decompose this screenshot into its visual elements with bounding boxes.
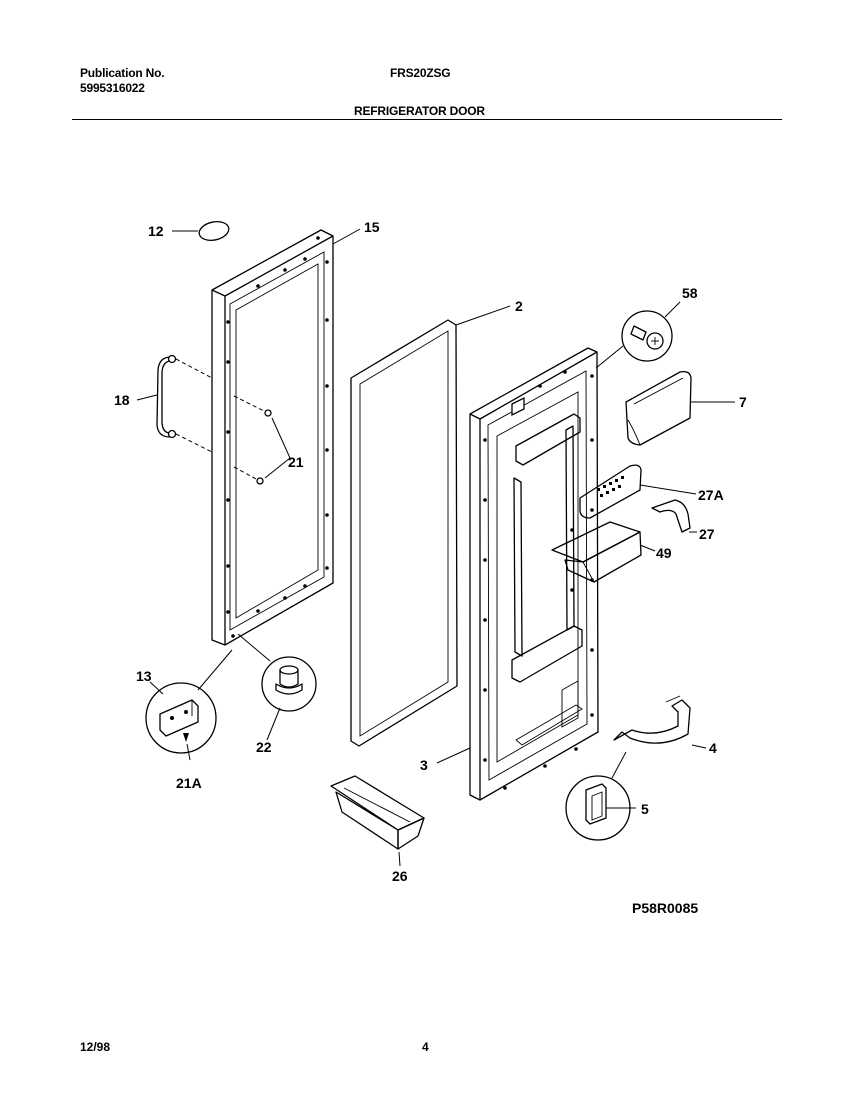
callout-21A: 21A <box>176 775 202 791</box>
callout-22: 22 <box>256 739 272 755</box>
callout-12: 12 <box>148 223 164 239</box>
callout-3: 3 <box>420 757 428 773</box>
publication-number: 5995316022 <box>80 81 145 95</box>
part-4-bracket <box>613 695 707 749</box>
callout-4: 4 <box>709 740 717 756</box>
part-27-clip <box>651 499 697 533</box>
model-number: FRS20ZSG <box>390 66 451 80</box>
callout-21: 21 <box>288 454 304 470</box>
footer-date: 12/98 <box>80 1040 111 1054</box>
part-49-door-bin <box>551 521 656 583</box>
callout-58: 58 <box>682 285 698 301</box>
figure-code: P58R0085 <box>632 900 698 916</box>
callout-13: 13 <box>136 668 152 684</box>
callout-18: 18 <box>114 392 130 408</box>
callout-26: 26 <box>392 868 408 884</box>
part-3-door-liner <box>436 347 599 801</box>
part-15-door-panel <box>211 228 361 646</box>
callout-15: 15 <box>364 219 380 235</box>
part-5-detail <box>565 751 636 841</box>
publication-label: Publication No. <box>80 66 165 80</box>
callout-7: 7 <box>739 394 747 410</box>
callout-49: 49 <box>656 545 672 561</box>
part-13-detail <box>145 649 233 761</box>
callout-5: 5 <box>641 801 649 817</box>
part-2-gasket <box>350 305 511 747</box>
section-title: REFRIGERATOR DOOR <box>354 104 485 118</box>
callout-27A: 27A <box>698 487 724 503</box>
part-12-badge <box>172 221 230 241</box>
part-18-handle <box>136 354 213 453</box>
header-rule <box>72 119 782 120</box>
callout-27: 27 <box>699 526 715 542</box>
callout-2: 2 <box>515 298 523 314</box>
part-22-detail <box>237 633 317 741</box>
part-27A-dairy-door <box>579 464 697 519</box>
footer-page-number: 4 <box>422 1040 429 1054</box>
part-58-screw <box>595 301 681 369</box>
part-7-dairy-cover <box>625 370 735 446</box>
part-26-bin <box>330 775 425 867</box>
part-21-screws <box>233 395 291 485</box>
